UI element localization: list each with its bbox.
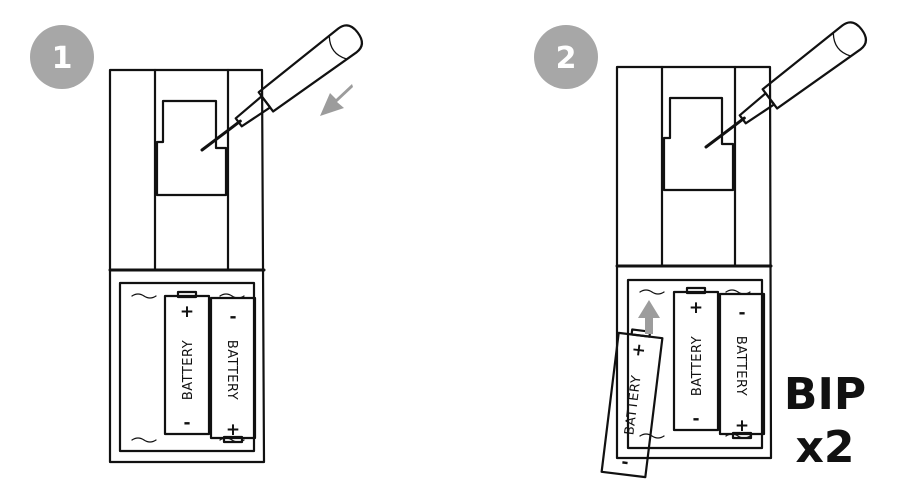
battery-minus-label: - bbox=[738, 303, 745, 323]
battery-icon: - + BATTERY bbox=[209, 296, 257, 444]
battery-icon: - + BATTERY bbox=[718, 292, 766, 440]
step-1-badge: 1 bbox=[30, 25, 94, 89]
battery-plus-label: + bbox=[630, 340, 647, 362]
battery-label: BATTERY bbox=[690, 336, 705, 396]
battery-icon: + - BATTERY bbox=[600, 328, 664, 479]
arrow-icon bbox=[638, 300, 660, 334]
remote-icon bbox=[615, 65, 773, 460]
remote-icon bbox=[108, 68, 266, 464]
battery-plus-label: + bbox=[689, 298, 703, 318]
battery-minus-label: - bbox=[692, 409, 699, 429]
step-2-number: 2 bbox=[556, 41, 577, 76]
screwdriver-icon bbox=[704, 21, 868, 149]
battery-minus-label: - bbox=[620, 452, 629, 473]
step-2-badge: 2 bbox=[534, 25, 598, 89]
battery-label: BATTERY bbox=[622, 374, 644, 436]
battery-plus-label: + bbox=[226, 420, 240, 440]
battery-icon: + - BATTERY bbox=[163, 290, 211, 436]
bip-count-label: x2 bbox=[796, 422, 855, 473]
battery-icon: + - BATTERY bbox=[672, 286, 720, 432]
battery-label: BATTERY bbox=[181, 340, 196, 400]
battery-label: BATTERY bbox=[224, 340, 239, 400]
battery-minus-label: - bbox=[229, 307, 236, 327]
step-1-number: 1 bbox=[52, 41, 73, 76]
step-2-panel: 2 + - BATTERY - + BATTERY bbox=[534, 21, 868, 479]
screwdriver-icon bbox=[200, 24, 364, 152]
battery-plus-label: + bbox=[735, 416, 749, 436]
battery-label: BATTERY bbox=[733, 336, 748, 396]
step-1-panel: 1 + - BATTERY bbox=[30, 24, 364, 464]
bip-label: BIP bbox=[784, 369, 866, 420]
arrow-icon bbox=[320, 84, 353, 116]
battery-plus-label: + bbox=[180, 302, 194, 322]
battery-minus-label: - bbox=[183, 413, 190, 433]
